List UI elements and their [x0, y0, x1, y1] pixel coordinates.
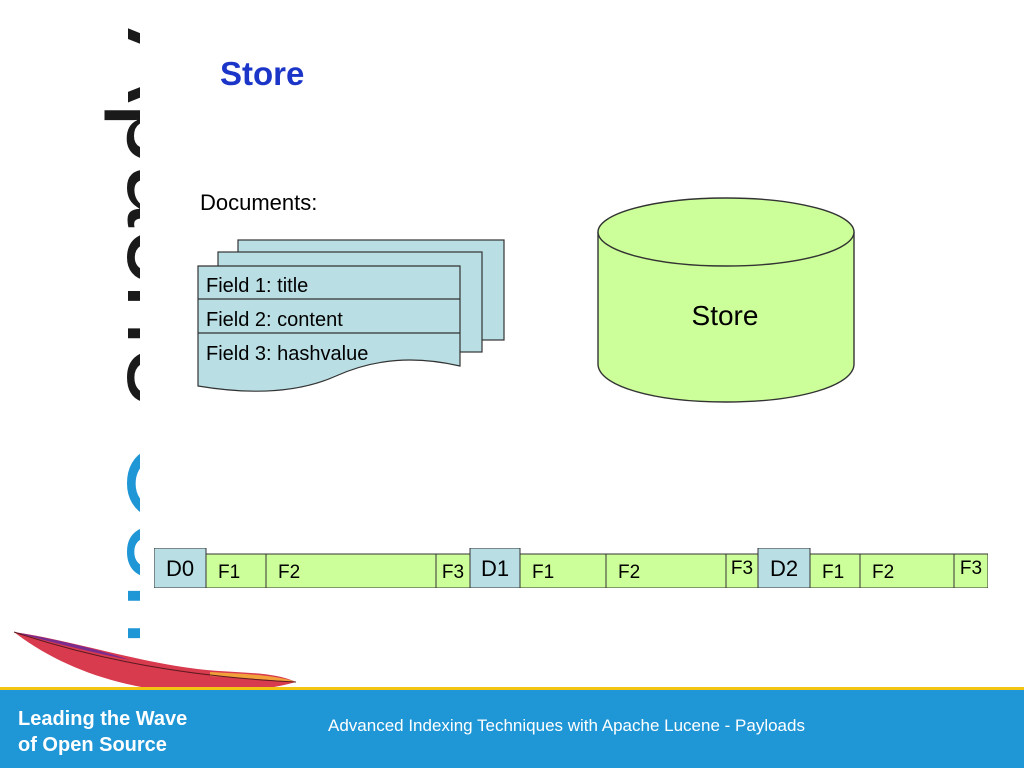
strip-field-label: F2	[618, 562, 640, 583]
strip-field-cell	[205, 553, 267, 588]
strip-field-label: F2	[278, 562, 300, 583]
footer-tagline: Leading the Wave of Open Source	[18, 706, 187, 758]
strip-field-cell	[605, 553, 727, 588]
footer-stripe	[0, 687, 1024, 691]
strip-document-label: D0	[166, 556, 194, 581]
strip-field-cell	[859, 553, 955, 588]
document-stack: Field 1: title Field 2: content Field 3:…	[197, 239, 505, 392]
storage-strip: D0 F1 F2 F3 D1 F1 F2 F3 D2 F1 F2 F3	[154, 548, 988, 588]
logo-text-apache: Apache	[104, 28, 140, 408]
strip-field-label: F1	[822, 562, 844, 583]
strip-document-label: D2	[770, 556, 798, 581]
strip-field-label: F1	[532, 562, 554, 583]
store-cylinder	[597, 197, 855, 403]
document-front	[197, 265, 461, 392]
footer-bar	[0, 690, 1024, 768]
store-label: Store	[691, 300, 759, 331]
tagline-line-1: Leading the Wave	[18, 708, 188, 730]
strip-field-cell	[265, 553, 437, 588]
logo-text-con: Con	[104, 440, 140, 645]
field-1: Field 1: title	[206, 275, 308, 297]
apache-feather-logo	[13, 631, 297, 693]
slide-title: Store	[220, 55, 305, 92]
strip-field-cell	[725, 553, 759, 588]
strip-document-label: D1	[481, 556, 509, 581]
field-3: Field 3: hashvalue	[206, 343, 368, 365]
strip-field-label: F1	[218, 562, 240, 583]
footer-caption: Advanced Indexing Techniques with Apache…	[328, 716, 805, 735]
strip-field-cell	[809, 553, 861, 588]
strip-field-label: F2	[872, 562, 894, 583]
documents-label: Documents:	[200, 190, 318, 215]
field-2: Field 2: content	[206, 309, 343, 331]
apachecon-logo: Apache Con	[104, 28, 140, 645]
strip-field-cell	[953, 553, 988, 588]
strip-field-label: F3	[442, 562, 464, 583]
strip-field-label: F3	[731, 558, 753, 579]
strip-field-label: F3	[960, 558, 982, 579]
tagline-line-2: of Open Source	[18, 734, 167, 756]
